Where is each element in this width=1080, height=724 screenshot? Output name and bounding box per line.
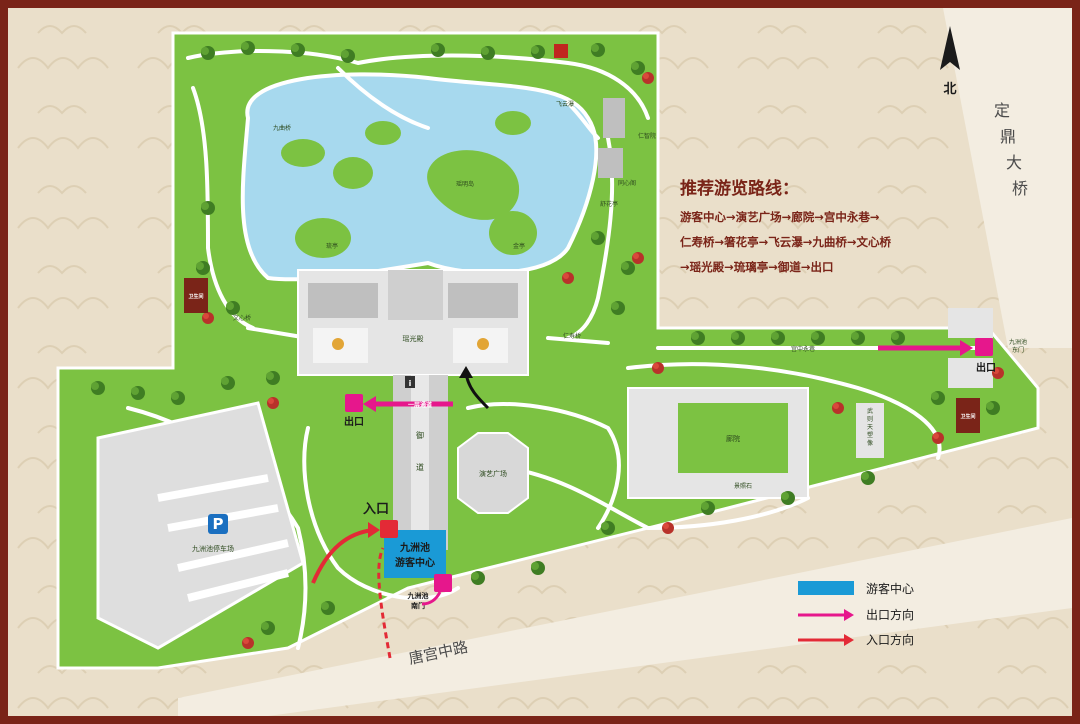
lantern-icon (332, 338, 344, 350)
label-yanyi: 演艺广场 (479, 469, 507, 478)
label-renzhi: 仁智院 (638, 132, 656, 140)
toilet-icon (184, 278, 208, 313)
jiuzhou-lake (240, 72, 599, 282)
label-langyuan: 廊院 (726, 434, 740, 443)
entrance-arrowhead-west (368, 522, 380, 538)
info-icon (405, 376, 415, 388)
exit-arrow-south (421, 591, 442, 606)
island-yaoming (427, 150, 520, 220)
visitor-center-label-2: 游客中心 (395, 556, 435, 569)
route-line-3: →瑶光殿→琉璃亭→御道→出口 (680, 260, 834, 274)
island (281, 139, 325, 167)
exit-icon (345, 394, 363, 412)
parking-sign-label: P (213, 515, 224, 533)
south-road (178, 518, 1072, 716)
exit-icon-east (975, 338, 993, 356)
park-map: P 九洲池停车场 瑶光殿 御 道 演艺广场 廊院 景照石 武 则 天 塑 像 九… (8, 8, 1072, 716)
label-renshou: 仁寿桥 (563, 332, 581, 340)
map-canvas: P 九洲池停车场 瑶光殿 御 道 演艺广场 廊院 景照石 武 则 天 塑 像 九… (8, 8, 1072, 716)
hall-roof-west (308, 283, 378, 318)
exit-label-east: 出口 (976, 361, 996, 374)
info-icon-label: i (409, 379, 412, 388)
label-ting-2: 金亭 (513, 242, 525, 250)
east-road (943, 8, 1072, 348)
label-wuzetian-1: 武 (867, 407, 873, 415)
parking-stripes (157, 474, 289, 602)
label-east-gate-2: 东门 (1012, 346, 1024, 354)
label-shuhua: 舒花亭 (600, 200, 618, 208)
road-east-char-1: 定 (994, 101, 1010, 120)
island (495, 111, 531, 135)
performance-plaza (457, 432, 529, 514)
legend-entrance-arrowhead (844, 634, 854, 646)
label-yudao-2: 道 (416, 462, 424, 472)
legend-exit-label: 出口方向 (866, 607, 914, 622)
route-line-1: 游客中心→演艺广场→廊院→宫中永巷→ (680, 210, 880, 224)
exit-arrowhead-east (960, 340, 973, 356)
south-gate-label-1: 九洲池 (407, 591, 429, 600)
road-east-char-3: 大 (1006, 153, 1022, 172)
exit-icon-south (434, 574, 452, 592)
entrance-arrow-south (377, 547, 392, 659)
label-jiuqu-bridge: 九曲桥 (273, 124, 291, 132)
entrance-icon (380, 520, 398, 538)
wuzetian-statue-area (856, 403, 884, 458)
north-label: 北 (943, 82, 956, 97)
road-east-char-4: 桥 (1012, 179, 1028, 198)
exit-label-west: 出口 (344, 415, 364, 428)
label-tongxin: 同心阁 (618, 179, 636, 187)
entrance-label: 入口 (363, 502, 389, 517)
island (365, 121, 401, 145)
exit-lane-label: 一层通道 (408, 401, 432, 409)
toilet-label: 卫生间 (188, 293, 203, 300)
toilet-icon (956, 398, 980, 433)
label-wuzetian-4: 塑 (867, 431, 873, 439)
parking-sign (208, 514, 228, 534)
label-feiyun: 飞云瀑 (556, 100, 574, 108)
label-ting-1: 琉亭 (326, 242, 338, 250)
route-title: 推荐游览路线： (680, 178, 799, 199)
road-east-char-2: 鼎 (1000, 127, 1016, 146)
hall-exit-arrowhead (459, 366, 473, 378)
label-yudao-1: 御 (416, 430, 424, 440)
legend-visitor-label: 游客中心 (866, 581, 914, 596)
hall-roof-center (388, 270, 443, 320)
legend-visitor-swatch (798, 581, 854, 595)
tongxin-building (598, 148, 623, 178)
toilet-label: 卫生间 (960, 413, 975, 420)
label-wenxin: 文心桥 (233, 314, 251, 322)
legend-exit-arrowhead (844, 609, 854, 621)
island-liuting (295, 218, 351, 258)
toilet-icon (554, 44, 568, 58)
north-arrow-icon (940, 26, 960, 70)
imperial-road-center (411, 375, 429, 550)
south-gate-label-2: 南门 (411, 601, 425, 610)
visitor-center-label-1: 九洲池 (399, 541, 430, 554)
east-gate-building (948, 358, 993, 388)
label-wuzetian-2: 则 (867, 415, 873, 423)
langyuan-lawn (678, 403, 788, 473)
label-jingzhao: 景照石 (734, 483, 752, 490)
lantern-icon (477, 338, 489, 350)
legend-entrance-label: 入口方向 (866, 632, 914, 647)
label-yaoguang: 瑶光殿 (403, 334, 424, 343)
island (333, 157, 373, 189)
hall-roof-east (448, 283, 518, 318)
island-jinting (489, 211, 537, 255)
entrance-arrow-west (311, 528, 374, 584)
label-yaoming: 瑶明岛 (456, 180, 474, 188)
renzhi-building (603, 98, 625, 138)
label-wuzetian-3: 天 (867, 424, 873, 431)
exit-lane-arrowhead (363, 396, 376, 412)
parking-label: 九洲池停车场 (192, 544, 234, 553)
east-gate-building (948, 308, 993, 338)
label-east-gate-1: 九洲池 (1009, 338, 1027, 346)
label-gongzhong: 宫中永巷 (791, 345, 815, 353)
label-wuzetian-5: 像 (867, 439, 873, 447)
route-line-2: 仁寿桥→箸花亭→飞云瀑→九曲桥→文心桥 (680, 235, 892, 249)
